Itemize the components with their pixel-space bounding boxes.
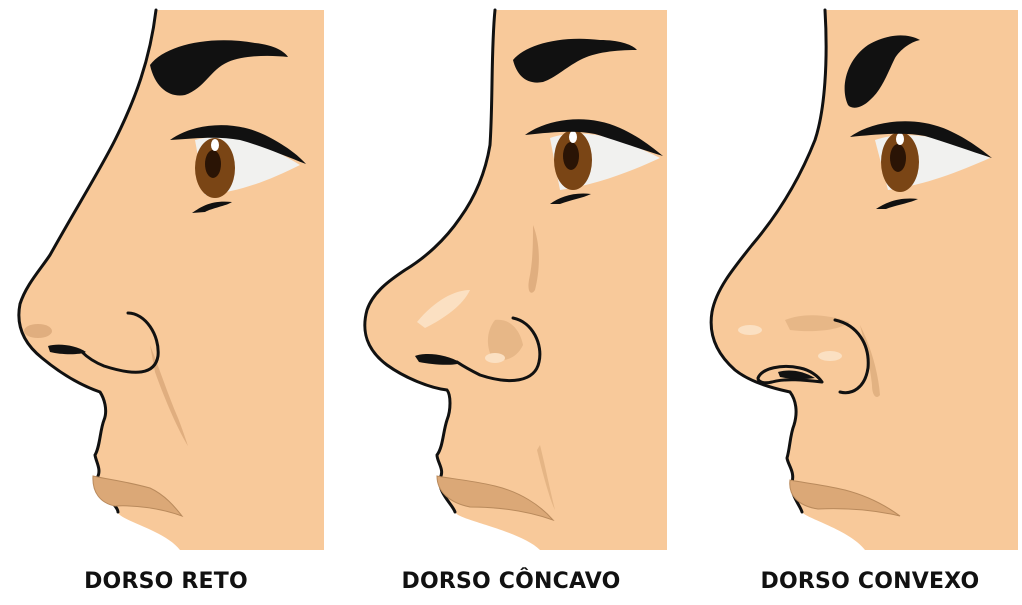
eye-glint: [896, 133, 904, 145]
face-skin: [365, 10, 667, 550]
nose-tip-shadow: [24, 324, 52, 338]
pupil: [890, 144, 906, 172]
caption-straight: DORSO RETO: [26, 569, 306, 594]
pupil: [563, 142, 579, 170]
nose-tip-shadow: [485, 353, 505, 363]
pupil: [205, 150, 221, 178]
panel-convex-dorsum: DORSO CONVEXO: [690, 0, 1022, 605]
caption-concave: DORSO CÔNCAVO: [345, 569, 677, 594]
eye-glint: [211, 139, 219, 151]
face-profile-convex-illustration: [690, 0, 1022, 555]
caption-convex: DORSO CONVEXO: [710, 569, 1022, 594]
panel-concave-dorsum: DORSO CÔNCAVO: [345, 0, 677, 605]
face-profile-straight-illustration: [0, 0, 332, 555]
eye-glint: [569, 131, 577, 143]
nose-wing-highlight: [818, 351, 842, 361]
panel-straight-dorsum: DORSO RETO: [0, 0, 332, 605]
nose-tip-highlight: [738, 325, 762, 335]
face-profile-concave-illustration: [345, 0, 677, 555]
